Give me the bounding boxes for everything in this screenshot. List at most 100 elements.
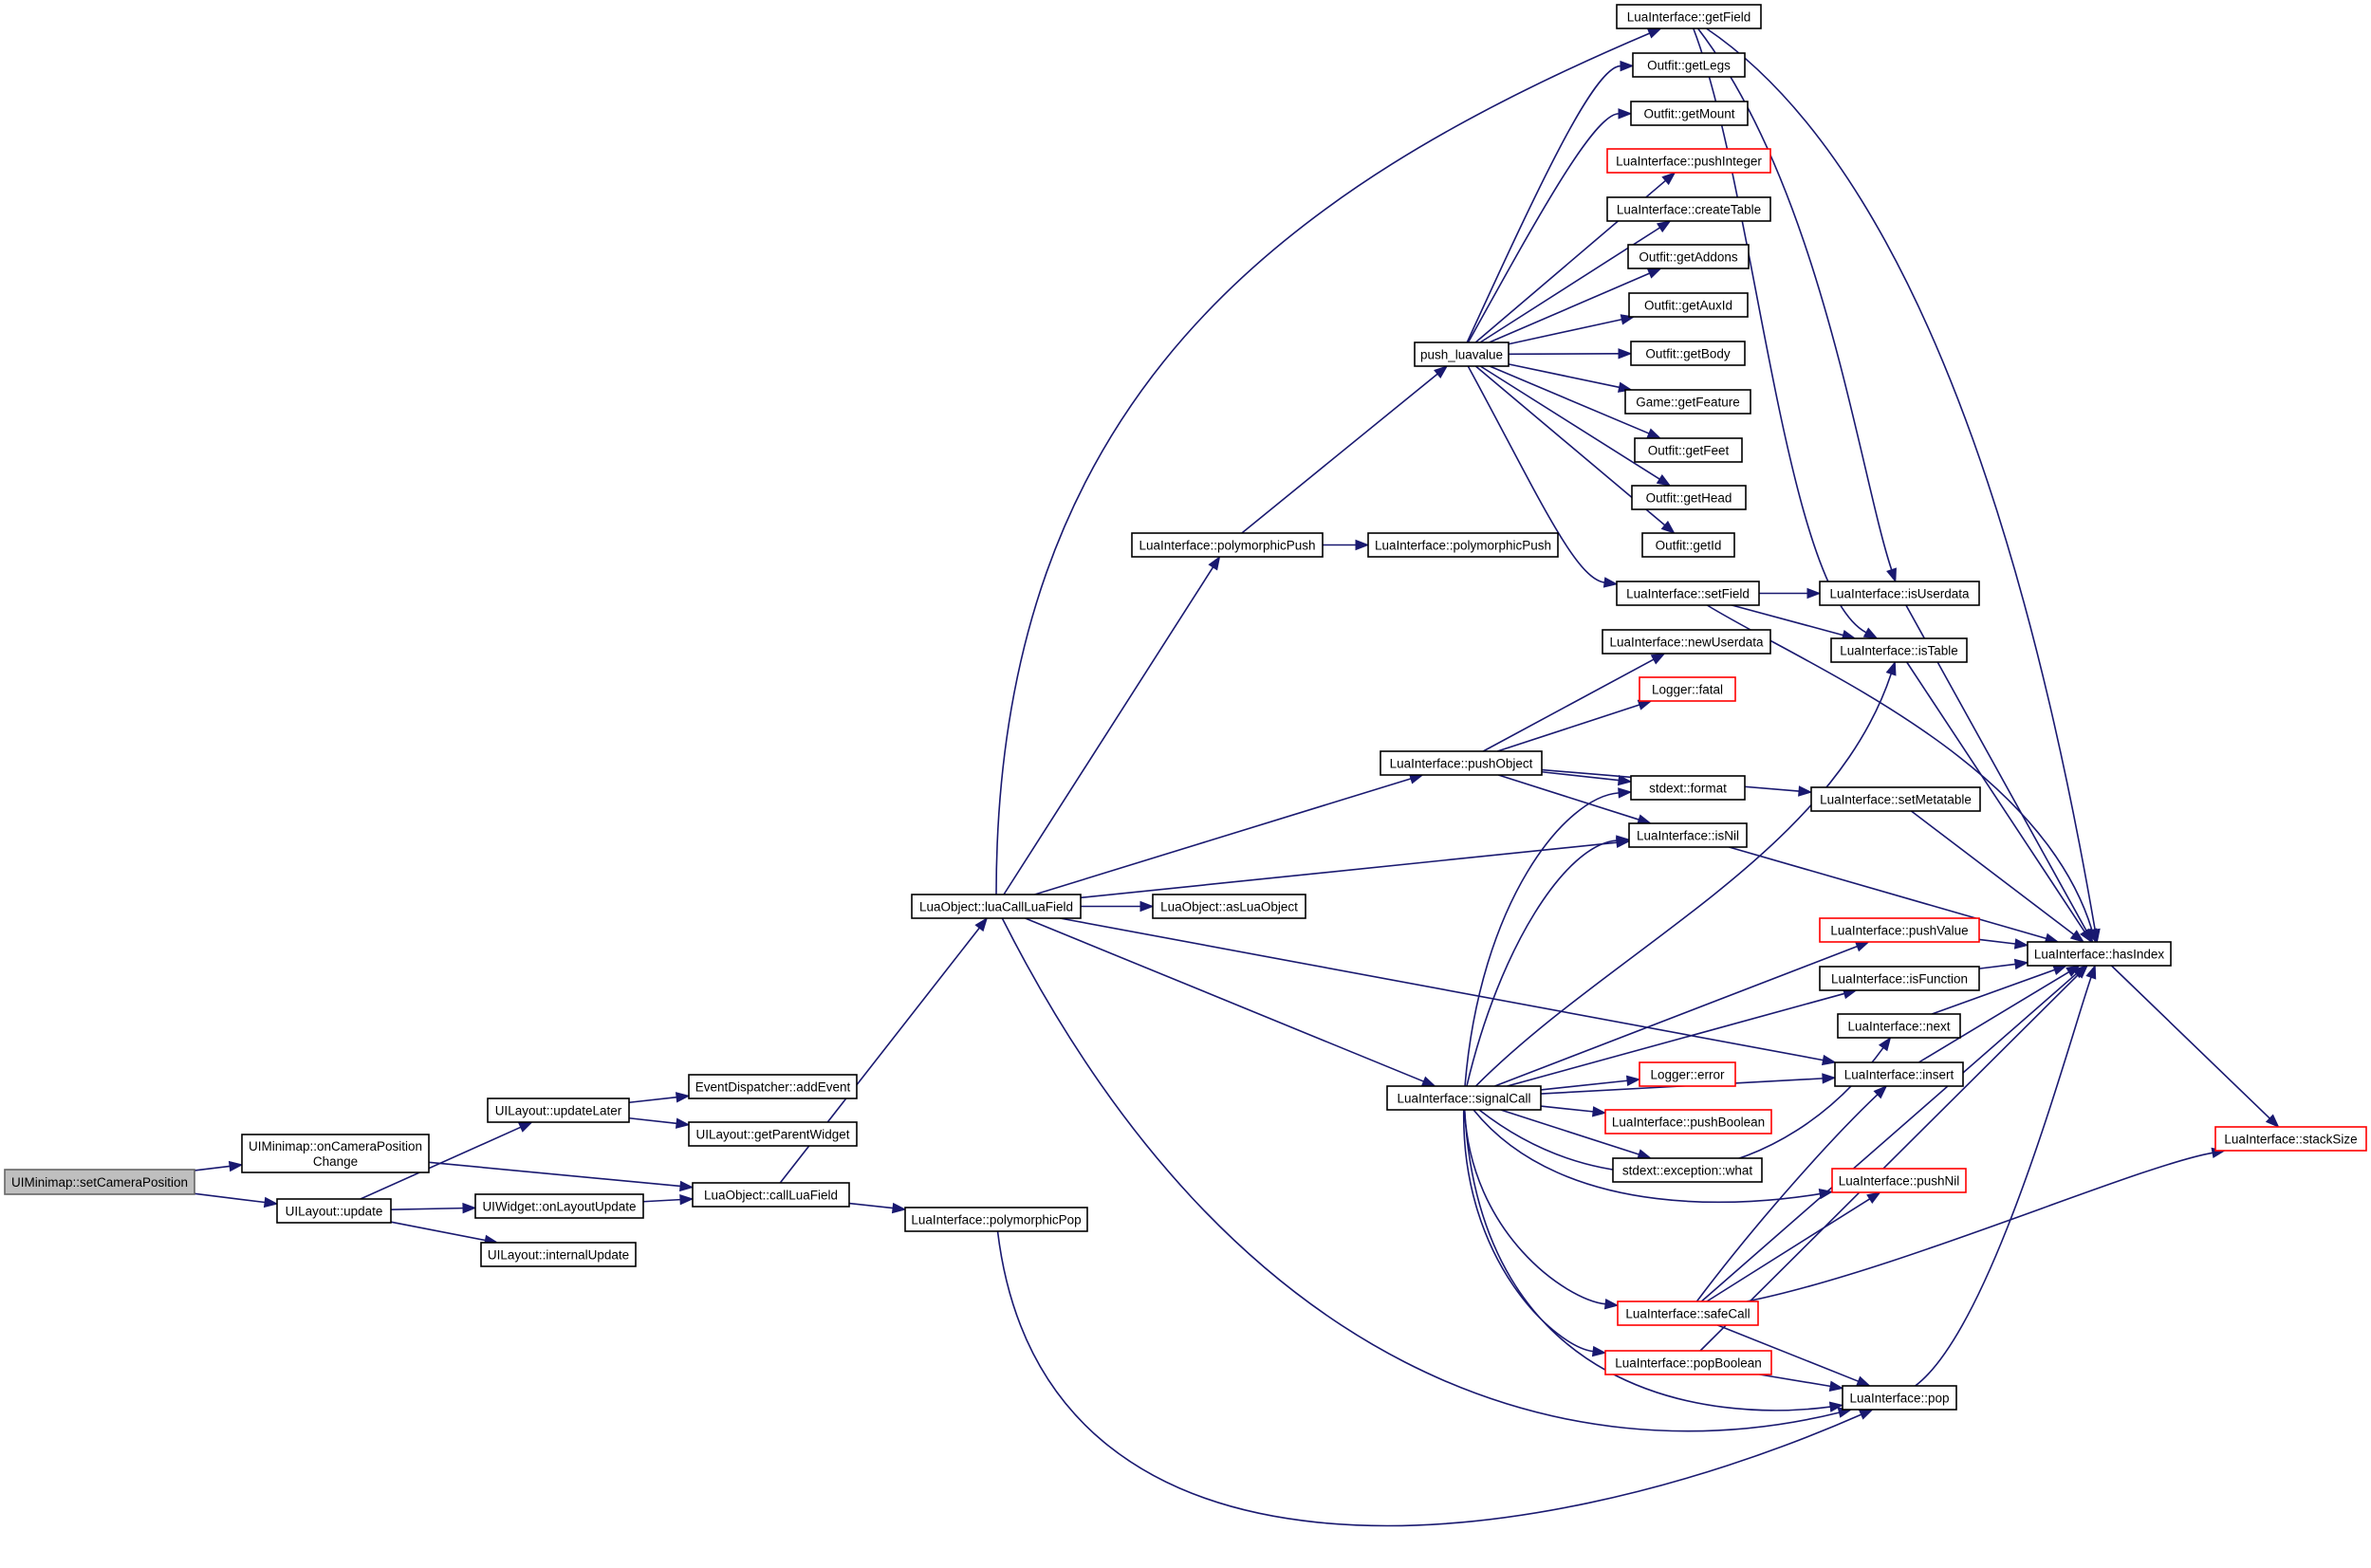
node-box[interactable] bbox=[1604, 1350, 1772, 1375]
node-pushInteger[interactable]: LuaInterface::pushInteger bbox=[1606, 148, 1771, 174]
node-setField[interactable]: LuaInterface::setField bbox=[1616, 581, 1760, 606]
node-box[interactable] bbox=[1612, 1157, 1763, 1183]
node-box[interactable] bbox=[1819, 581, 1980, 606]
node-polymorphicPop[interactable]: LuaInterface::polymorphicPop bbox=[904, 1207, 1088, 1232]
node-box[interactable] bbox=[1367, 532, 1559, 558]
node-box[interactable] bbox=[911, 894, 1082, 919]
node-box[interactable] bbox=[474, 1193, 644, 1219]
node-box[interactable] bbox=[688, 1121, 858, 1147]
node-getId[interactable]: Outfit::getId bbox=[1641, 532, 1735, 558]
node-box[interactable] bbox=[2214, 1126, 2367, 1152]
node-loggerError[interactable]: Logger::error bbox=[1639, 1061, 1736, 1087]
node-isUserdata[interactable]: LuaInterface::isUserdata bbox=[1819, 581, 1980, 606]
node-luaCallLuaField[interactable]: LuaObject::luaCallLuaField bbox=[911, 894, 1082, 919]
node-addEvent[interactable]: EventDispatcher::addEvent bbox=[688, 1074, 858, 1099]
node-getBody[interactable]: Outfit::getBody bbox=[1630, 341, 1746, 366]
node-box[interactable] bbox=[487, 1098, 630, 1123]
node-box[interactable] bbox=[1628, 822, 1748, 848]
node-box[interactable] bbox=[692, 1182, 850, 1208]
node-box[interactable] bbox=[1630, 341, 1746, 366]
node-box[interactable] bbox=[1606, 148, 1771, 174]
node-pushObject[interactable]: LuaInterface::pushObject bbox=[1380, 750, 1543, 776]
node-box[interactable] bbox=[1830, 637, 1968, 663]
node-getMount[interactable]: Outfit::getMount bbox=[1630, 101, 1749, 126]
node-popBoolean[interactable]: LuaInterface::popBoolean bbox=[1604, 1350, 1772, 1375]
node-onLayoutUpdate[interactable]: UIWidget::onLayoutUpdate bbox=[474, 1193, 644, 1219]
node-box[interactable] bbox=[1631, 485, 1747, 510]
node-stackSize[interactable]: LuaInterface::stackSize bbox=[2214, 1126, 2367, 1152]
node-newUserdata[interactable]: LuaInterface::newUserdata bbox=[1602, 629, 1771, 655]
node-box[interactable] bbox=[1639, 1061, 1736, 1087]
node-box[interactable] bbox=[2027, 941, 2172, 967]
node-pop[interactable]: LuaInterface::pop bbox=[1842, 1385, 1957, 1411]
node-box[interactable] bbox=[1380, 750, 1543, 776]
node-box[interactable] bbox=[1602, 629, 1771, 655]
node-box[interactable] bbox=[1810, 786, 1981, 812]
node-box[interactable] bbox=[1834, 1061, 1964, 1087]
node-box[interactable] bbox=[1616, 4, 1762, 29]
node-box[interactable] bbox=[688, 1074, 858, 1099]
node-box[interactable] bbox=[241, 1134, 430, 1173]
node-box[interactable] bbox=[1639, 676, 1736, 702]
node-box[interactable] bbox=[480, 1242, 637, 1267]
node-stdextFormat[interactable]: stdext::format bbox=[1630, 775, 1746, 801]
node-createTable[interactable]: LuaInterface::createTable bbox=[1606, 196, 1771, 222]
node-box[interactable] bbox=[276, 1198, 392, 1224]
node-box[interactable] bbox=[1606, 196, 1771, 222]
node-box[interactable] bbox=[1628, 292, 1749, 318]
node-box[interactable] bbox=[1641, 532, 1735, 558]
node-box[interactable] bbox=[1819, 966, 1980, 991]
node-box[interactable] bbox=[1632, 52, 1746, 78]
node-getHead[interactable]: Outfit::getHead bbox=[1631, 485, 1747, 510]
node-loggerFatal[interactable]: Logger::fatal bbox=[1639, 676, 1736, 702]
node-getParentWidget[interactable]: UILayout::getParentWidget bbox=[688, 1121, 858, 1147]
node-isTable[interactable]: LuaInterface::isTable bbox=[1830, 637, 1968, 663]
node-box[interactable] bbox=[1837, 1013, 1961, 1039]
node-safeCall[interactable]: LuaInterface::safeCall bbox=[1617, 1301, 1759, 1326]
node-getAddons[interactable]: Outfit::getAddons bbox=[1627, 244, 1750, 269]
node-box[interactable] bbox=[1616, 581, 1760, 606]
node-internalUpdate[interactable]: UILayout::internalUpdate bbox=[480, 1242, 637, 1267]
node-setCameraPosition[interactable]: UIMinimap::setCameraPosition bbox=[4, 1169, 195, 1195]
node-pushLuavalue[interactable]: push_luavalue bbox=[1414, 341, 1510, 367]
node-box[interactable] bbox=[904, 1207, 1088, 1232]
node-box[interactable] bbox=[1842, 1385, 1957, 1411]
node-updateLater[interactable]: UILayout::updateLater bbox=[487, 1098, 630, 1123]
node-box[interactable] bbox=[1831, 1168, 1967, 1193]
node-polymorphicPush1[interactable]: LuaInterface::polymorphicPush bbox=[1131, 532, 1324, 558]
node-box[interactable] bbox=[1630, 775, 1746, 801]
node-getFeet[interactable]: Outfit::getFeet bbox=[1634, 437, 1743, 463]
node-pushValue[interactable]: LuaInterface::pushValue bbox=[1819, 917, 1980, 943]
node-box[interactable] bbox=[1131, 532, 1324, 558]
node-box[interactable] bbox=[1630, 101, 1749, 126]
node-hasIndex[interactable]: LuaInterface::hasIndex bbox=[2027, 941, 2172, 967]
node-box[interactable] bbox=[1634, 437, 1743, 463]
node-callLuaField[interactable]: LuaObject::callLuaField bbox=[692, 1182, 850, 1208]
node-box[interactable] bbox=[1152, 894, 1306, 919]
node-getLegs[interactable]: Outfit::getLegs bbox=[1632, 52, 1746, 78]
node-box[interactable] bbox=[1604, 1109, 1772, 1134]
node-insert[interactable]: LuaInterface::insert bbox=[1834, 1061, 1964, 1087]
node-uilayoutUpdate[interactable]: UILayout::update bbox=[276, 1198, 392, 1224]
node-box[interactable] bbox=[1819, 917, 1980, 943]
node-asLuaObject[interactable]: LuaObject::asLuaObject bbox=[1152, 894, 1306, 919]
node-polymorphicPush2[interactable]: LuaInterface::polymorphicPush bbox=[1367, 532, 1559, 558]
node-box[interactable] bbox=[1624, 389, 1751, 415]
node-isNil[interactable]: LuaInterface::isNil bbox=[1628, 822, 1748, 848]
node-signalCall[interactable]: LuaInterface::signalCall bbox=[1386, 1085, 1542, 1111]
node-box[interactable] bbox=[1617, 1301, 1759, 1326]
node-pushBoolean[interactable]: LuaInterface::pushBoolean bbox=[1604, 1109, 1772, 1134]
node-next[interactable]: LuaInterface::next bbox=[1837, 1013, 1961, 1039]
node-getField[interactable]: LuaInterface::getField bbox=[1616, 4, 1762, 29]
node-pushNil[interactable]: LuaInterface::pushNil bbox=[1831, 1168, 1967, 1193]
node-exceptionWhat[interactable]: stdext::exception::what bbox=[1612, 1157, 1763, 1183]
node-setMetatable[interactable]: LuaInterface::setMetatable bbox=[1810, 786, 1981, 812]
node-box[interactable] bbox=[1627, 244, 1750, 269]
node-getFeature[interactable]: Game::getFeature bbox=[1624, 389, 1751, 415]
node-isFunction[interactable]: LuaInterface::isFunction bbox=[1819, 966, 1980, 991]
node-getAuxId[interactable]: Outfit::getAuxId bbox=[1628, 292, 1749, 318]
node-box[interactable] bbox=[1414, 341, 1510, 367]
node-box[interactable] bbox=[4, 1169, 195, 1195]
node-box[interactable] bbox=[1386, 1085, 1542, 1111]
